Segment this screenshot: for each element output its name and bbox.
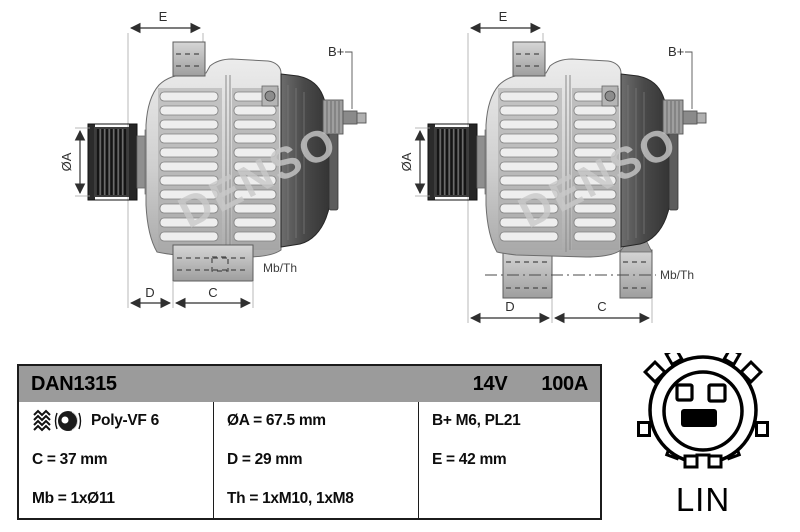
top-mount-lug [512, 41, 546, 77]
amperage-value: 100A [541, 372, 588, 395]
spec-cell-mb: Mb = 1xØ11 [32, 489, 115, 507]
dim-label-d: D [145, 285, 154, 300]
bottom-mount-lug [172, 244, 254, 282]
connector-type-label: LIN [675, 481, 731, 518]
bplus-terminal [662, 99, 707, 135]
alternator-side-view-right: DENSO E B+ ØA Mb/Th D C [400, 9, 707, 324]
top-mount-lug [172, 41, 206, 77]
spec-cell-th: Th = 1xM10, 1xM8 [213, 479, 418, 518]
spec-table-body: Poly-VF 6 ØA = 67.5 mm B+ M6, PL21 C = 3… [19, 402, 600, 518]
pulley-icon [33, 409, 82, 432]
mount-label: Mb/Th [263, 261, 297, 275]
bottom-mount-lug-rear [619, 249, 653, 299]
part-number: DAN1315 [31, 372, 117, 395]
connector-pin-2 [707, 383, 727, 403]
spec-cell-dia: ØA = 67.5 mm [213, 402, 418, 441]
mount-label: Mb/Th [660, 268, 694, 282]
cooling-fins [499, 91, 617, 242]
dim-label-e: E [499, 9, 508, 24]
dim-label-diameter: ØA [400, 152, 414, 171]
terminal-label-bplus: B+ [668, 44, 684, 59]
alternator-side-view-left: DENSO E B+ ØA Mb/Th D C [60, 9, 367, 309]
spec-cell-bplus: B+ M6, PL21 [418, 402, 600, 441]
spec-cell-empty [418, 479, 600, 518]
spec-table: DAN1315 14V 100A Poly-VF 6 ØA = 67.5 mm … [17, 364, 602, 520]
dim-label-diameter: ØA [60, 152, 74, 171]
spec-cell-c: C = 37 mm [32, 450, 108, 468]
pulley [87, 123, 138, 201]
dim-label-c: C [208, 285, 217, 300]
spec-cell-d: D = 29 mm [213, 440, 418, 480]
pulley-type-label: Poly-VF 6 [91, 412, 159, 430]
connector-diagram: LIN [628, 353, 778, 523]
spec-cell-e: E = 42 mm [418, 440, 600, 480]
spec-table-header: DAN1315 14V 100A [19, 366, 600, 402]
dim-label-c: C [597, 299, 606, 314]
connector-pin-main [681, 409, 717, 427]
pulley [427, 123, 478, 201]
bplus-terminal [322, 99, 367, 135]
voltage-value: 14V [472, 372, 508, 395]
dim-label-d: D [505, 299, 514, 314]
bottom-mount-lug-front [502, 249, 553, 299]
dim-label-e: E [159, 9, 168, 24]
cooling-fins [159, 91, 277, 242]
spec-cell-pulley: Poly-VF 6 [19, 402, 213, 441]
lin-connector-icon [637, 353, 769, 469]
connector-pin-1 [675, 383, 694, 402]
terminal-label-bplus: B+ [328, 44, 344, 59]
